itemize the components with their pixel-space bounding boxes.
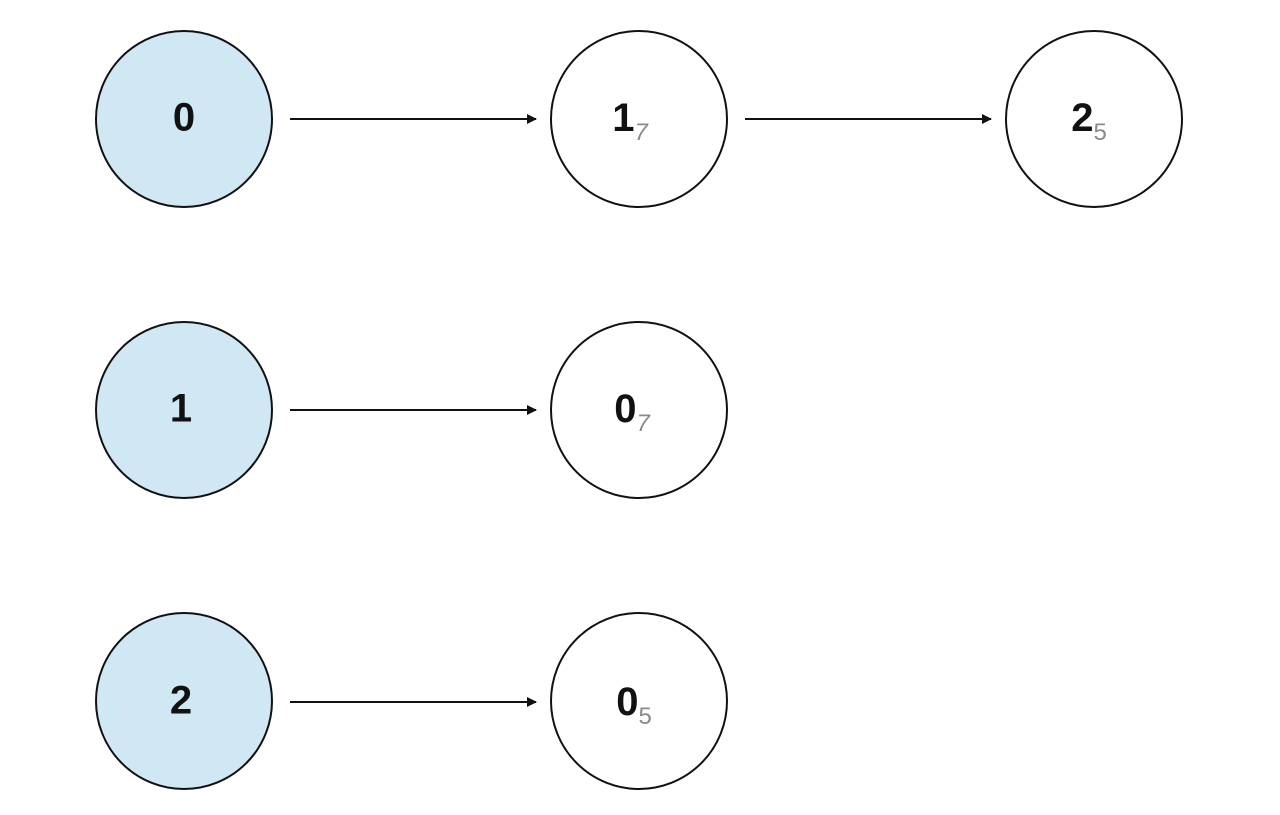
head-node-0-label: 0 [173,96,195,140]
neighbor-node-0-0-weight: 7 [634,119,649,146]
head-node-1 [95,321,273,499]
neighbor-node-0-1 [1005,30,1183,208]
neighbor-node-1-0-label: 07 [614,387,651,438]
neighbor-node-0-1-weight: 5 [1093,119,1106,146]
adjacency-row-1: 1 07 [95,321,728,499]
neighbor-node-1-0-weight: 7 [636,410,651,437]
neighbor-node-2-0-weight: 5 [638,703,651,730]
head-node-1-label: 1 [170,387,192,431]
neighbor-node-0-1-label: 25 [1071,96,1107,147]
neighbor-node-0-0-label: 17 [612,96,649,147]
neighbor-node-1-0 [550,321,728,499]
neighbor-node-0-1-vertex: 2 [1071,96,1093,140]
neighbor-node-2-0 [550,612,728,790]
neighbor-node-2-0-label: 05 [616,680,652,731]
neighbor-node-2-0-vertex: 0 [616,680,638,724]
neighbor-node-0-0 [550,30,728,208]
neighbor-node-0-0-vertex: 1 [612,96,634,140]
adjacency-row-2: 2 05 [95,612,728,790]
head-node-2 [95,612,273,790]
adjacency-row-0: 0 17 25 [95,30,1183,208]
head-node-2-label: 2 [170,679,192,723]
head-node-0 [95,30,273,208]
neighbor-node-1-0-vertex: 0 [614,387,636,431]
